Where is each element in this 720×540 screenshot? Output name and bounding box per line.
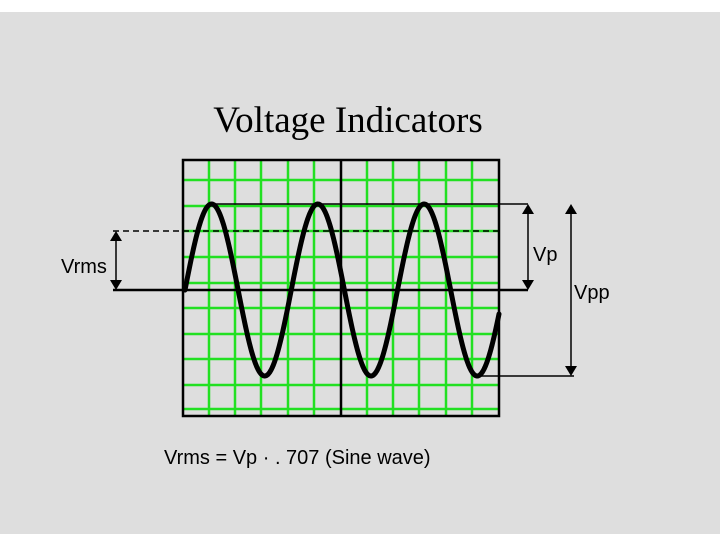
- slide: Voltage Indicators: [0, 12, 720, 534]
- vrms-arrow: [110, 231, 122, 290]
- rms-formula: Vrms = Vp · . 707 (Sine wave): [164, 447, 431, 469]
- vp-label: Vp: [533, 244, 557, 266]
- vpp-arrow: [565, 204, 577, 376]
- vrms-label: Vrms: [61, 256, 107, 278]
- title: Voltage Indicators: [213, 100, 483, 141]
- sine-wave-trace: [182, 201, 502, 379]
- vpp-label: Vpp: [574, 282, 610, 304]
- voltage-diagram: Voltage Indicators: [61, 100, 610, 469]
- vp-arrow: [522, 204, 534, 290]
- oscilloscope-grid: [181, 158, 501, 418]
